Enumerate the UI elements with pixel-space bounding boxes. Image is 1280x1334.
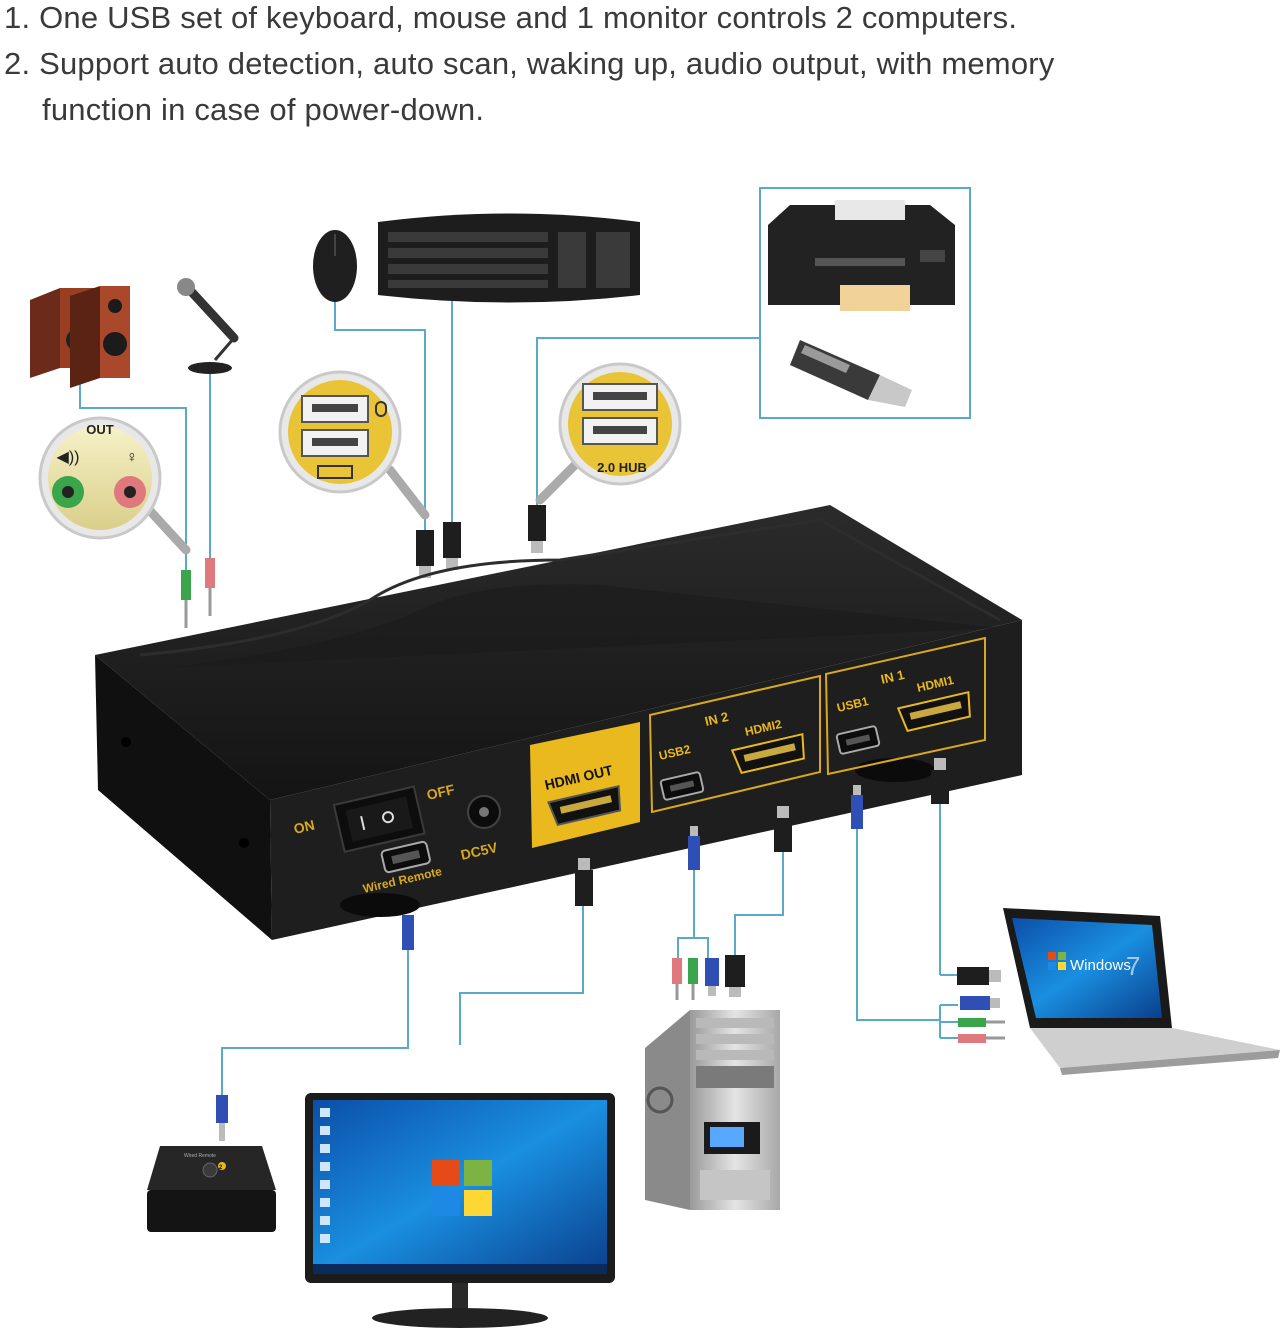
pc-plug-cluster: [672, 955, 745, 1000]
usb-hub-label: 2.0 HUB: [597, 460, 647, 475]
windows-logo-icon: [1048, 952, 1066, 970]
laptop-os-label: Windows: [1070, 957, 1131, 974]
remote-caption: Wired Remote: [184, 1153, 216, 1159]
laptop-plug-cluster: [940, 967, 1005, 1043]
switch-on-mark-icon: [360, 815, 366, 831]
wired-remote-port[interactable]: [380, 840, 431, 874]
speaker-symbol-icon: ◀)): [57, 449, 80, 466]
laptop-usb-cable: [856, 828, 941, 1021]
monitor-hdmi-cable: [459, 905, 584, 1045]
keyboard-icon: [378, 213, 640, 303]
printer-icon: [768, 200, 955, 311]
usb-stick-icon: [790, 340, 912, 407]
remote-cable: [221, 950, 409, 1095]
laptop-os-version: 7: [1126, 951, 1140, 981]
audio-port-zoom: OUT ◀)) ♀: [38, 416, 191, 555]
windows-logo-icon: [432, 1160, 492, 1216]
usb-hub-cable: [536, 337, 760, 505]
hdmi1-port[interactable]: [896, 690, 974, 733]
desktop-icons: [320, 1108, 330, 1243]
pc-display-icon: [710, 1127, 744, 1147]
mouse-cable: [334, 300, 426, 530]
usb1-port[interactable]: [835, 725, 881, 755]
speaker-cable: [79, 380, 187, 570]
in2-group-frame: [648, 674, 821, 814]
on-label: ON: [292, 817, 316, 837]
pc-audio-cable: [694, 937, 709, 958]
monitor-icon: [305, 1093, 615, 1328]
off-label: OFF: [425, 781, 456, 803]
laptop-icon: Windows 7: [1003, 908, 1280, 1075]
mouse-symbol-icon: [375, 401, 387, 417]
intro-line-2: 2. Support auto detection, auto scan, wa…: [4, 46, 1055, 81]
in2-label: IN 2: [703, 709, 730, 729]
kvm-switch-box: ON OFF DC5V Wired Remote HDMI OUT: [95, 505, 1022, 940]
usb2-port[interactable]: [659, 771, 705, 801]
power-switch[interactable]: [332, 785, 426, 854]
switch-off-mark-icon: [382, 811, 395, 824]
mouse-icon: [313, 230, 357, 302]
hdmi2-port[interactable]: [730, 732, 808, 775]
taskbar: [313, 1264, 607, 1274]
microphone-icon: [177, 278, 239, 374]
keyboard-symbol-icon: [317, 465, 353, 479]
microphone-symbol-icon: ♀: [126, 449, 138, 466]
intro-line-1: 1. One USB set of keyboard, mouse and 1 …: [4, 0, 1018, 35]
pc-hdmi-cable: [734, 850, 784, 955]
audio-plugs: [181, 558, 215, 628]
dc5v-port[interactable]: [467, 795, 501, 829]
usb-hub-plug: [528, 505, 546, 553]
remote-number: 2: [219, 1165, 223, 1171]
pc-usb-cable: [677, 870, 695, 958]
usb-kb-mouse-zoom: [278, 370, 430, 520]
in1-label: IN 1: [879, 667, 906, 687]
speakers-icon: [30, 286, 130, 388]
output-plugs: [402, 758, 949, 950]
wired-remote-device: Wired Remote 2: [147, 1095, 276, 1232]
intro-line-3: function in case of power-down.: [42, 92, 485, 127]
in1-group-frame: [824, 636, 986, 776]
usb-peripherals-box: [759, 187, 971, 419]
pc-tower-icon: [645, 1010, 780, 1210]
remote-button[interactable]: [202, 1162, 218, 1178]
audio-out-label: OUT: [86, 422, 114, 437]
usb-hub-zoom: 2.0 HUB: [535, 362, 682, 505]
cables: [79, 300, 941, 1095]
hdmi-out-port[interactable]: [547, 784, 624, 827]
